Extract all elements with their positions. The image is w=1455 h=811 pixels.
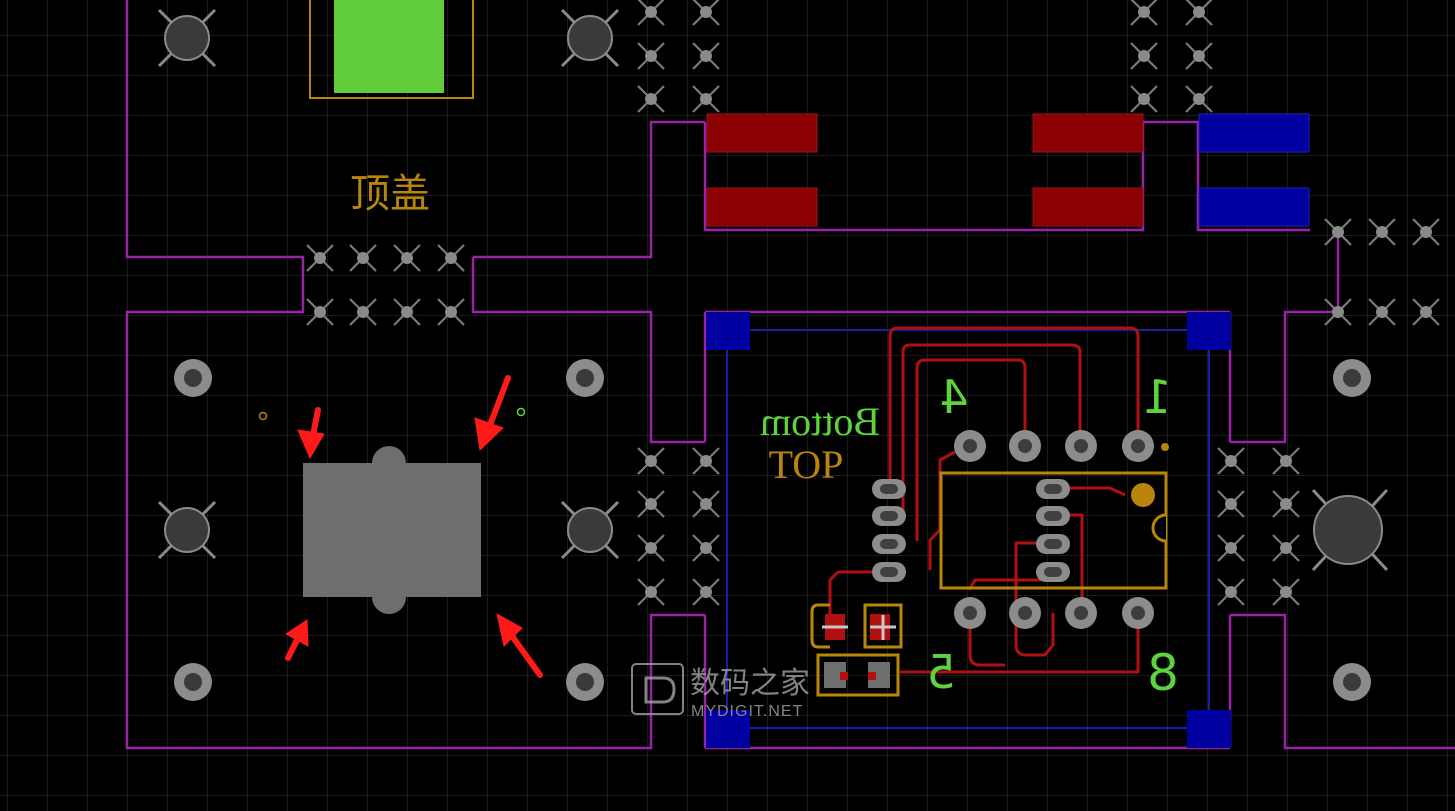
pin1-dot <box>1161 443 1169 451</box>
resistor-footprint[interactable] <box>816 653 900 697</box>
top-cover-label: 顶盖 <box>350 171 430 217</box>
pin-8-label: 8 <box>1147 644 1179 702</box>
ic-silk-outline <box>939 471 1168 590</box>
traces <box>828 326 1140 674</box>
top-cover-outline <box>309 0 474 99</box>
watermark-site-name: 数码之家 <box>690 666 810 701</box>
watermark-site-url: MYDIGIT.NET <box>691 703 803 720</box>
pin-4-label: 4 <box>939 370 968 424</box>
silk-dots <box>258 411 268 421</box>
bottom-label: Bottom <box>760 399 880 444</box>
top-label: TOP <box>769 442 844 487</box>
ic-module <box>703 310 1232 748</box>
annotation-arrows <box>285 375 543 678</box>
bottom-layer-pads[interactable] <box>1198 113 1310 227</box>
highlighted-component[interactable] <box>303 446 481 614</box>
pin1-marker <box>1131 483 1155 507</box>
large-mounting-hole[interactable] <box>1311 488 1389 572</box>
capacitor-footprint[interactable] <box>810 603 903 649</box>
pin-5-label: 5 <box>926 645 955 699</box>
watermark: 数码之家 MYDIGIT.NET <box>631 663 810 720</box>
top-layer-pads[interactable] <box>706 113 1144 227</box>
pin-1-label: 1 <box>1142 370 1171 424</box>
top-cover-pad[interactable] <box>334 0 444 93</box>
silk-dot-green <box>516 407 526 417</box>
